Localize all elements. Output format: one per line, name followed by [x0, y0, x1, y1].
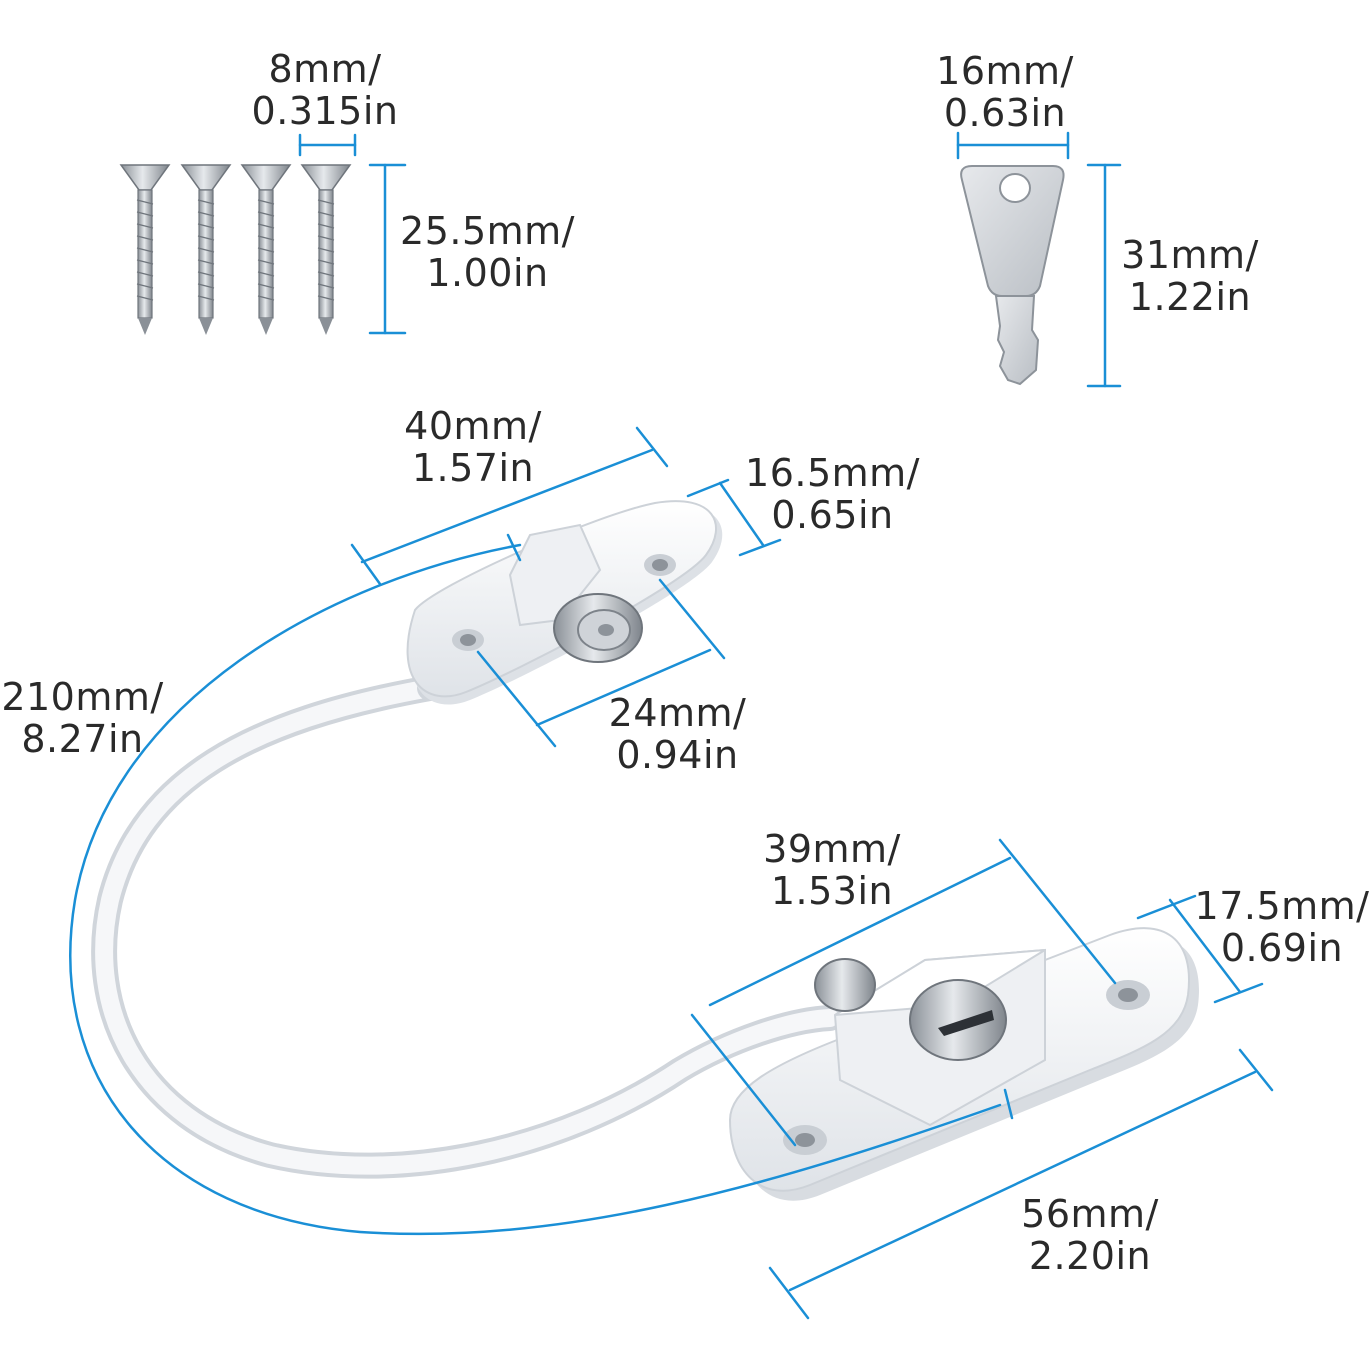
label-mm: 210mm/	[1, 675, 164, 719]
dim-top-bracket-length	[350, 426, 669, 586]
label-mm: 25.5mm/	[400, 209, 575, 253]
top-bracket	[406, 500, 723, 705]
label-in: 0.65in	[771, 493, 894, 537]
screw-1	[119, 164, 171, 335]
label-in: 0.94in	[616, 733, 739, 777]
label-in: 0.315in	[251, 89, 399, 133]
label-in: 0.69in	[1220, 926, 1344, 970]
dim-base-width	[1136, 894, 1264, 1004]
screw-3	[240, 164, 292, 335]
label-base-width: 17.5mm/ 0.69in	[1192, 885, 1372, 969]
label-mm: 17.5mm/	[1194, 884, 1370, 928]
screw-2	[180, 164, 232, 335]
key-icon	[960, 165, 1065, 386]
dim-top-hole-spacing	[476, 578, 726, 748]
label-mm: 40mm/	[404, 404, 542, 448]
label-in: 1.00in	[426, 251, 549, 295]
screws-group	[119, 164, 352, 335]
dim-screw-length	[368, 163, 407, 335]
label-in: 1.53in	[770, 869, 894, 913]
dim-top-bracket-width	[686, 478, 782, 557]
dimension-lines	[69, 131, 1274, 1320]
label-base-hole-spacing: 39mm/ 1.53in	[757, 828, 907, 912]
label-screw-length: 25.5mm/ 1.00in	[395, 210, 580, 294]
dim-cable-length	[69, 533, 1014, 1236]
label-mm: 24mm/	[608, 691, 747, 735]
label-base-length: 56mm/ 2.20in	[1015, 1193, 1165, 1277]
label-cable-length: 210mm/ 8.27in	[0, 676, 165, 760]
dim-key-width	[956, 131, 1070, 160]
lock-base	[728, 927, 1200, 1201]
label-top-hole-spacing: 24mm/ 0.94in	[600, 692, 755, 776]
label-in: 2.20in	[1028, 1234, 1152, 1278]
label-in: 1.22in	[1128, 275, 1252, 319]
label-screw-head-width: 8mm/ 0.315in	[250, 48, 400, 132]
label-key-length: 31mm/ 1.22in	[1115, 234, 1265, 318]
dim-base-length	[768, 1048, 1274, 1320]
dim-base-hole-spacing	[690, 838, 1117, 1147]
dim-screw-head-width	[298, 133, 357, 157]
label-in: 8.27in	[21, 717, 144, 761]
label-mm: 16.5mm/	[745, 451, 920, 495]
label-mm: 8mm/	[268, 47, 382, 91]
label-mm: 16mm/	[936, 49, 1074, 93]
label-mm: 31mm/	[1121, 233, 1259, 277]
label-mm: 39mm/	[763, 827, 901, 871]
label-mm: 56mm/	[1021, 1192, 1159, 1236]
label-top-bracket-width: 16.5mm/ 0.65in	[740, 452, 925, 536]
label-key-width: 16mm/ 0.63in	[930, 50, 1080, 134]
dim-key-length	[1086, 163, 1122, 388]
label-in: 0.63in	[943, 91, 1067, 135]
label-in: 1.57in	[411, 446, 535, 490]
label-top-bracket-length: 40mm/ 1.57in	[398, 405, 548, 489]
screw-4	[300, 164, 352, 335]
